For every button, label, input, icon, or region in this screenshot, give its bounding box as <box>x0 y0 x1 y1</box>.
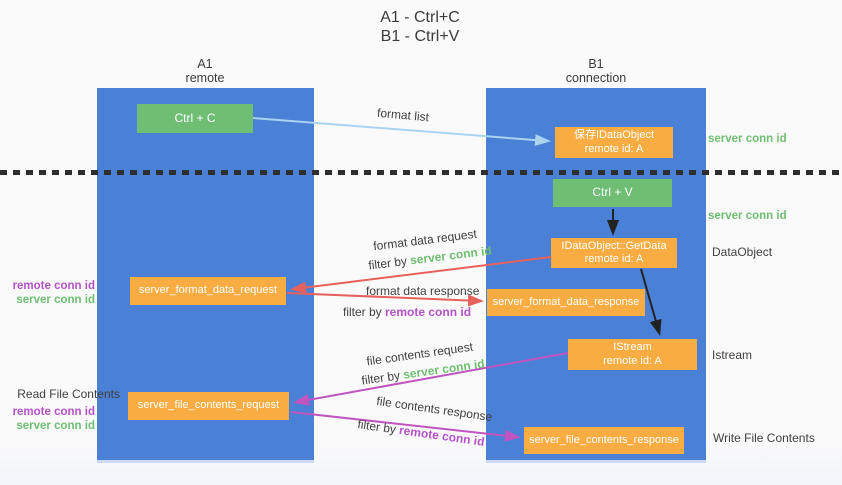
lane-b-subtitle: connection <box>565 71 627 85</box>
write-file-contents-label: Write File Contents <box>713 431 815 445</box>
session-divider-dashed-line <box>0 170 842 175</box>
server-conn-id-label-format: server conn id <box>16 294 95 306</box>
title-line-1: A1 - Ctrl+C <box>380 9 460 26</box>
ctrl-c-node: Ctrl + C <box>137 104 253 133</box>
file-contents-response-label: file contents response <box>375 393 494 425</box>
server-format-data-request-node: server_format_data_request <box>130 277 286 305</box>
format-data-response-filter-label: filter by remote conn id <box>343 305 471 319</box>
getdata-label: IDataObject::GetData <box>561 239 667 252</box>
server-file-contents-response-label: server_file_contents_response <box>529 433 679 446</box>
filter-by-text: filter by <box>356 417 401 437</box>
filter-remote-conn-id: remote conn id <box>398 423 486 449</box>
remote-conn-id-label-format: remote conn id <box>12 280 95 292</box>
file-contents-response-filter-label: filter by remote conn id <box>357 417 486 449</box>
server-file-contents-request-label: server_file_contents_request <box>137 399 280 412</box>
ctrl-c-label: Ctrl + C <box>174 110 216 125</box>
read-file-contents-label: Read File Contents <box>17 387 120 401</box>
lane-a-header: A1 remote <box>150 57 260 85</box>
lane-b-header: B1 connection <box>541 57 651 85</box>
left-conn-id-group-format: remote conn id server conn id <box>0 279 95 307</box>
lane-b-name: B1 <box>588 57 604 71</box>
istream-remote-id: remote id: A <box>603 354 662 367</box>
server-format-data-response-label: server_format_data_response <box>492 295 640 308</box>
idataobject-getdata-node: IDataObject::GetData remote id: A <box>551 238 677 268</box>
server-format-data-request-label: server_format_data_request <box>138 284 278 297</box>
server-conn-id-label-mid: server conn id <box>708 210 787 222</box>
server-file-contents-response-node: server_file_contents_response <box>524 427 684 454</box>
server-file-contents-request-node: server_file_contents_request <box>128 392 289 420</box>
server-conn-id-label-top: server conn id <box>708 133 787 145</box>
lane-a-name: A1 <box>197 57 213 71</box>
lane-a-subtitle: remote <box>185 71 225 85</box>
format-list-label: format list <box>376 105 430 125</box>
save-idataobject-node: 保存IDataObject remote id: A <box>555 127 673 158</box>
diagram-title: A1 - Ctrl+C B1 - Ctrl+V <box>330 8 510 46</box>
filter-by-text: filter by <box>367 253 412 273</box>
save-idataobject-label: 保存IDataObject <box>573 129 655 141</box>
server-format-data-response-node: server_format_data_response <box>487 289 645 316</box>
server-conn-id-label-file: server conn id <box>16 420 95 432</box>
filter-by-text: filter by <box>343 305 386 319</box>
istream-side-label: Istream <box>712 348 753 362</box>
ctrl-v-node: Ctrl + V <box>553 179 672 207</box>
format-data-response-label: format data response <box>366 284 480 298</box>
getdata-remote-id: remote id: A <box>584 253 644 265</box>
istream-node: IStream remote id: A <box>568 339 697 370</box>
ctrl-v-label: Ctrl + V <box>592 185 633 200</box>
istream-label: IStream <box>613 341 652 353</box>
title-line-2: B1 - Ctrl+V <box>380 28 460 45</box>
filter-remote-conn-id: remote conn id <box>385 305 472 319</box>
filter-by-text: filter by <box>360 367 405 388</box>
left-conn-id-group-file: remote conn id server conn id <box>0 405 95 433</box>
dataobject-label: DataObject <box>712 245 773 259</box>
save-idataobject-remote-id: remote id: A <box>584 142 644 155</box>
remote-conn-id-label-file: remote conn id <box>12 406 95 418</box>
